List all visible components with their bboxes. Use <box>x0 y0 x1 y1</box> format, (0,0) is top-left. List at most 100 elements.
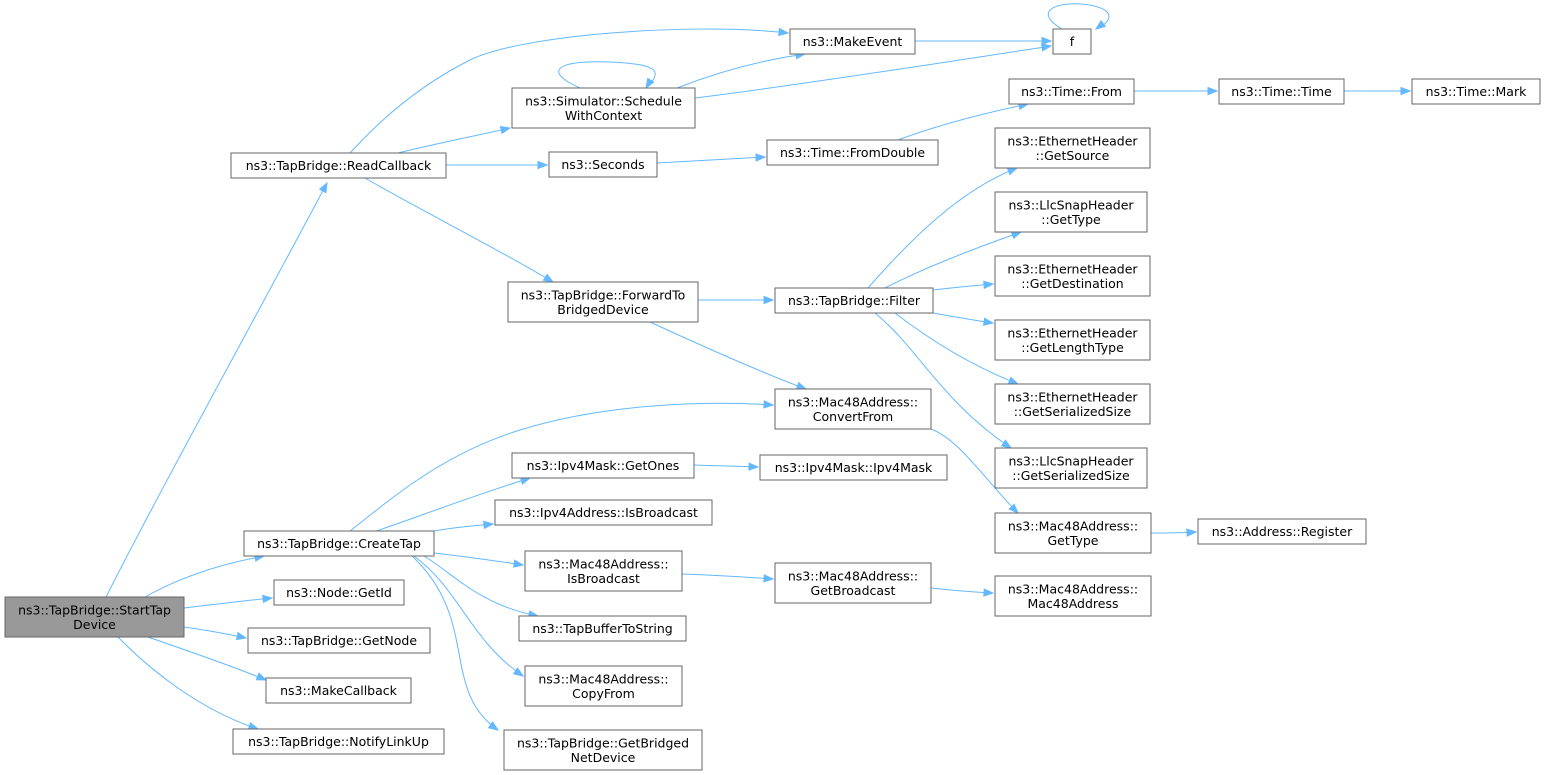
edge-line <box>433 552 524 566</box>
node-ehlen[interactable]: ns3::EthernetHeader::GetLengthType <box>994 319 1151 361</box>
node-filter[interactable]: ns3::TapBridge::Filter <box>774 287 934 314</box>
node-timemark[interactable]: ns3::Time::Mark <box>1411 78 1541 105</box>
edge-line <box>693 464 759 468</box>
node-label: ns3::LlcSnapHeader <box>1008 453 1134 468</box>
edge-filter-to-llcser <box>874 312 1013 449</box>
edge-createtap-to-copyfrom <box>413 555 525 677</box>
node-notify[interactable]: ns3::TapBridge::NotifyLinkUp <box>232 728 445 755</box>
node-copyfrom[interactable]: ns3::Mac48Address::CopyFrom <box>524 665 683 707</box>
edge-line <box>375 477 531 532</box>
edge-readcb-to-schedule <box>397 125 512 154</box>
node-label: ::GetDestination <box>1021 276 1123 291</box>
node-timetime[interactable]: ns3::Time::Time <box>1218 78 1345 105</box>
node-makecb[interactable]: ns3::MakeCallback <box>265 677 412 704</box>
edge-convfrom-to-gettype48 <box>930 428 1019 514</box>
edge-line <box>894 312 1019 385</box>
node-box <box>247 627 431 654</box>
edge-isbcast48-to-getbcast <box>681 573 775 583</box>
node-box <box>243 530 435 557</box>
node-ipv4mask[interactable]: ns3::Ipv4Mask::Ipv4Mask <box>759 454 948 481</box>
node-label: ns3::Time::From <box>1021 84 1122 99</box>
edge-line <box>349 402 774 532</box>
node-box <box>994 447 1148 489</box>
node-box <box>1218 78 1345 105</box>
node-layer: ns3::TapBridge::StartTapDevicens3::TapBr… <box>4 28 1541 771</box>
node-createtap[interactable]: ns3::TapBridge::CreateTap <box>243 530 435 557</box>
node-label: ns3::Mac48Address:: <box>1008 581 1138 596</box>
node-llctype[interactable]: ns3::LlcSnapHeader::GetType <box>994 191 1148 233</box>
node-box <box>548 151 658 178</box>
node-ehsource[interactable]: ns3::EthernetHeader::GetSource <box>994 127 1151 169</box>
node-register[interactable]: ns3::Address::Register <box>1197 518 1367 545</box>
node-label: ns3::TapBridge::ReadCallback <box>246 158 432 173</box>
node-isbcast48[interactable]: ns3::Mac48Address::IsBroadcast <box>524 550 683 592</box>
edge-arrowhead <box>1041 43 1053 52</box>
node-ehser[interactable]: ns3::EthernetHeader::GetSerializedSize <box>994 383 1151 425</box>
edge-arrowhead <box>748 462 760 471</box>
edge-line <box>930 428 1019 514</box>
edge-start-to-readcb <box>105 181 328 598</box>
edge-line <box>144 555 265 598</box>
node-label: ns3::TapBridge::ForwardTo <box>521 287 686 302</box>
node-fromdouble[interactable]: ns3::Time::FromDouble <box>766 139 939 166</box>
edge-line <box>558 61 656 89</box>
node-makeevent[interactable]: ns3::MakeEvent <box>789 28 916 55</box>
node-ehdest[interactable]: ns3::EthernetHeader::GetDestination <box>994 255 1151 297</box>
node-mac48ctor[interactable]: ns3::Mac48Address::Mac48Address <box>994 575 1152 617</box>
edge-line <box>147 636 267 681</box>
node-convfrom[interactable]: ns3::Mac48Address::ConvertFrom <box>774 388 932 430</box>
node-box <box>1052 28 1092 55</box>
node-label: ns3::TapBridge::NotifyLinkUp <box>248 734 429 749</box>
node-timefrom[interactable]: ns3::Time::From <box>1008 78 1135 105</box>
node-label: ns3::Mac48Address:: <box>788 394 918 409</box>
node-label: ns3::Ipv4Mask::Ipv4Mask <box>775 460 933 475</box>
node-label: GetBroadcast <box>811 583 896 598</box>
node-box <box>774 562 932 604</box>
edge-line <box>349 28 789 154</box>
node-box <box>1197 518 1367 545</box>
edge-readcb-to-makeevent <box>349 27 790 154</box>
node-gettype48[interactable]: ns3::Mac48Address::GetType <box>994 512 1152 554</box>
node-label: ns3::TapBridge::CreateTap <box>257 536 421 551</box>
node-box <box>273 579 405 606</box>
node-label: ns3::Time::Mark <box>1426 84 1527 99</box>
node-label: ns3::TapBridge::StartTap <box>18 602 171 617</box>
edge-line <box>649 321 807 390</box>
edge-createtap-to-isbcast4 <box>433 520 495 532</box>
edge-line <box>413 555 524 677</box>
node-readcb[interactable]: ns3::TapBridge::ReadCallback <box>230 152 447 179</box>
node-box <box>503 729 703 771</box>
node-getnode[interactable]: ns3::TapBridge::GetNode <box>247 627 431 654</box>
edge-schedule-to-f <box>694 43 1053 99</box>
edge-start-to-makecb <box>147 636 268 681</box>
node-box <box>994 127 1151 169</box>
node-box <box>1008 78 1135 105</box>
node-box <box>518 615 687 642</box>
node-label: ns3::Address::Register <box>1212 524 1353 539</box>
edge-gettype48-to-register <box>1150 528 1198 537</box>
node-label: ns3::TapBufferToString <box>532 621 672 636</box>
node-tapbuf[interactable]: ns3::TapBufferToString <box>518 615 687 642</box>
edge-line <box>364 177 554 283</box>
node-isbcast4[interactable]: ns3::Ipv4Address::IsBroadcast <box>494 499 713 526</box>
edge-getones-to-ipv4mask <box>693 462 760 471</box>
edge-arrowhead <box>537 160 549 170</box>
edge-filter-to-ehdest <box>932 280 995 291</box>
edge-arrowhead <box>763 574 775 583</box>
node-getid[interactable]: ns3::Node::GetId <box>273 579 405 606</box>
node-label: ::GetType <box>1041 212 1101 227</box>
node-label: ::GetLengthType <box>1021 340 1124 355</box>
node-seconds[interactable]: ns3::Seconds <box>548 151 658 178</box>
node-label: IsBroadcast <box>567 571 640 586</box>
node-llcser[interactable]: ns3::LlcSnapHeader::GetSerializedSize <box>994 447 1148 489</box>
edge-line <box>897 103 1029 141</box>
node-f[interactable]: f <box>1052 28 1092 55</box>
edge-layer <box>105 3 1412 731</box>
node-label: ns3::Time::Time <box>1231 84 1332 99</box>
node-getbcast[interactable]: ns3::Mac48Address::GetBroadcast <box>774 562 932 604</box>
node-getones[interactable]: ns3::Ipv4Mask::GetOnes <box>511 452 695 479</box>
